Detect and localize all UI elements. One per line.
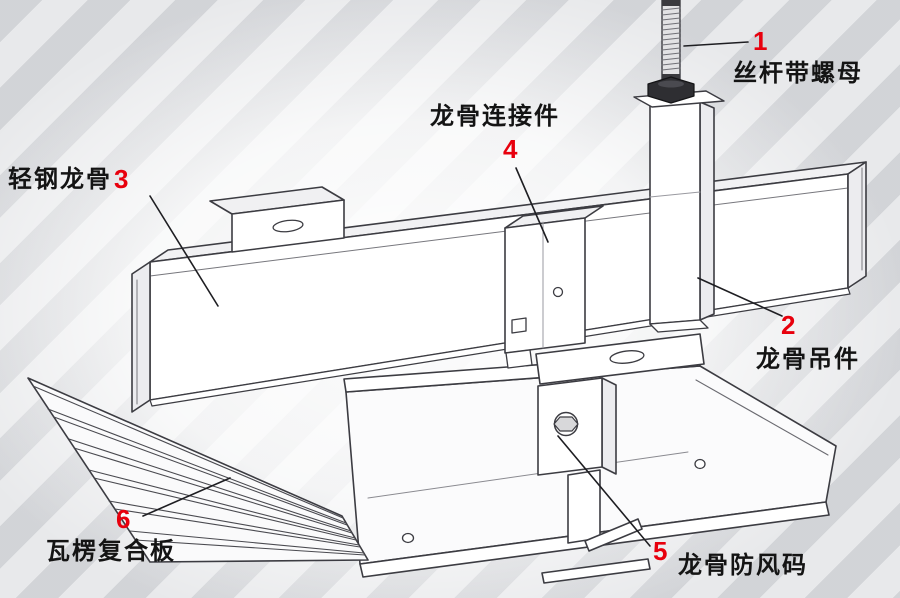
corrugation-ribs xyxy=(32,385,366,556)
clip-bolt-hex xyxy=(553,416,579,432)
keel-left-end-cap xyxy=(131,261,151,413)
connector-hole xyxy=(552,286,564,298)
label-6-text: 瓦楞复合板 xyxy=(46,538,176,565)
label-1-text: 丝杆带螺母 xyxy=(733,60,863,87)
leader-line-6 xyxy=(142,477,231,517)
label-5-number: 5 xyxy=(653,536,668,566)
label-3: 轻钢龙骨 3 xyxy=(8,166,128,194)
label-3-text: 轻钢龙骨 xyxy=(8,166,112,193)
leader-line-4 xyxy=(515,167,549,243)
leader-line-1 xyxy=(683,41,749,47)
label-3-number: 3 xyxy=(114,164,129,194)
label-4-text: 龙骨连接件 xyxy=(430,103,560,130)
left-hanger-bracket xyxy=(209,186,345,253)
tray-hole xyxy=(401,532,415,544)
label-2-text: 龙骨吊件 xyxy=(756,346,860,373)
clip-slot xyxy=(609,350,645,364)
leader-line-5 xyxy=(557,435,651,547)
keel-hanger xyxy=(633,90,725,333)
wind-clip xyxy=(535,333,705,552)
tray-hole xyxy=(694,458,706,470)
leader-lines xyxy=(142,41,783,547)
corrugated-panel xyxy=(27,377,369,563)
threaded-rod xyxy=(647,0,695,104)
label-6-number: 6 xyxy=(116,504,131,534)
label-2-number: 2 xyxy=(781,310,796,340)
rod-threads xyxy=(661,7,681,71)
leader-line-3 xyxy=(149,195,219,307)
label-4-number: 4 xyxy=(503,134,518,164)
label-1-number: 1 xyxy=(753,26,768,56)
connector-square-hole xyxy=(511,317,527,334)
bracket-slot xyxy=(272,219,304,233)
leader-line-2 xyxy=(697,277,783,317)
label-5-text: 龙骨防风码 xyxy=(678,552,808,579)
keel-connector xyxy=(504,205,604,369)
keel-right-end-cap xyxy=(847,161,867,289)
